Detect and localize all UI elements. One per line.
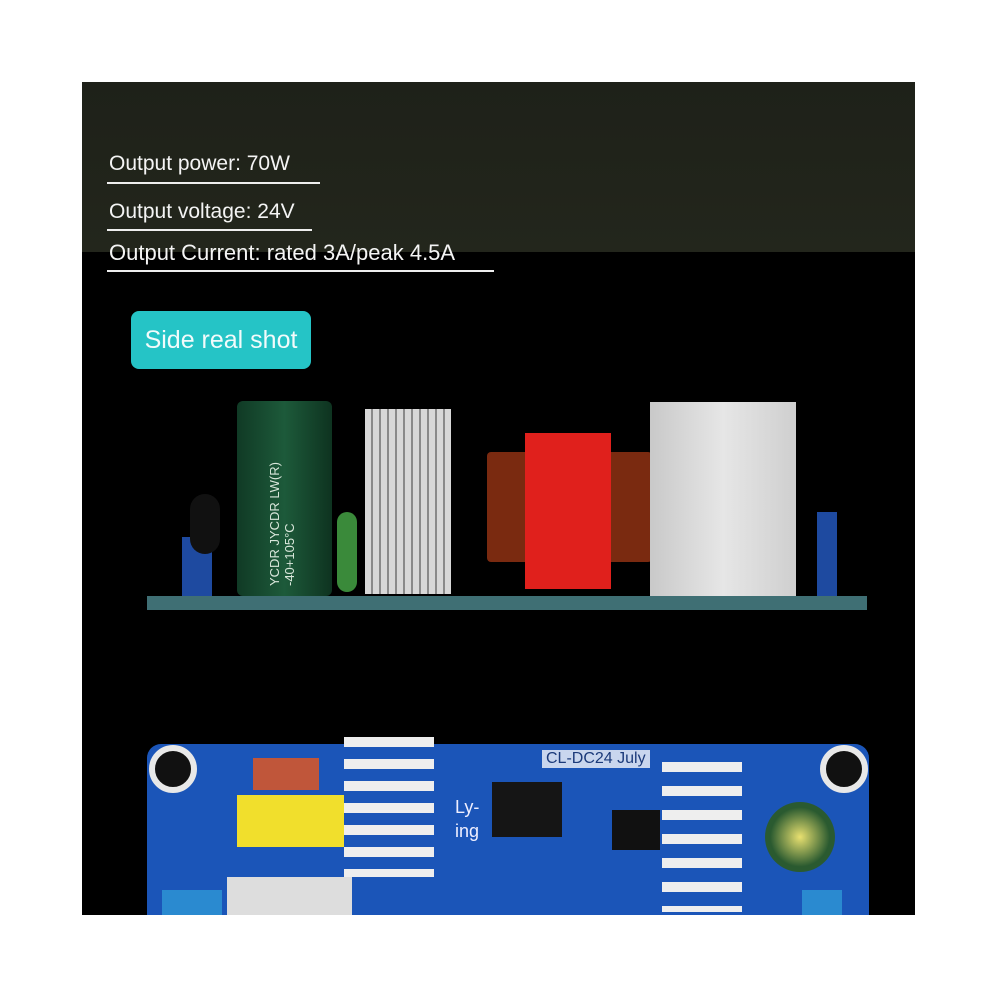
spec-output-voltage: Output voltage: 24V [109, 200, 295, 223]
divider [107, 270, 494, 272]
output-capacitor [765, 802, 835, 872]
input-terminal [162, 890, 222, 915]
film-capacitor [253, 758, 319, 790]
x2-capacitor [237, 795, 345, 847]
ic-chip [492, 782, 562, 837]
mounting-hole [149, 745, 197, 793]
varistor [190, 494, 220, 554]
pcb-side [147, 596, 867, 610]
electrolytic-capacitor: YCDR JYCDR LW(R) -40+105°C [237, 401, 332, 596]
heatsink-fins [344, 737, 434, 877]
side-real-shot-badge: Side real shot [131, 311, 311, 369]
output-terminal [802, 890, 842, 915]
x-capacitor [337, 512, 357, 592]
inductor [227, 877, 352, 915]
divider [107, 229, 312, 231]
spec-output-power: Output power: 70W [109, 152, 290, 175]
heatsink [365, 409, 451, 594]
spec-output-current: Output Current: rated 3A/peak 4.5A [109, 240, 456, 265]
mounting-hole [820, 745, 868, 793]
divider [107, 182, 320, 184]
header-band [82, 82, 915, 252]
heatsink-fins [662, 762, 742, 912]
terminal-block [817, 512, 837, 597]
board-text-lying: Ly- ing [455, 797, 480, 841]
aluminum-heatsink [650, 402, 796, 597]
optocoupler [612, 810, 660, 850]
product-photo: Output power: 70W Output voltage: 24V Ou… [82, 82, 915, 915]
transformer [525, 433, 611, 589]
board-model-text: CL-DC24 July [542, 750, 650, 768]
capacitor-label: YCDR JYCDR LW(R) -40+105°C [267, 462, 297, 586]
